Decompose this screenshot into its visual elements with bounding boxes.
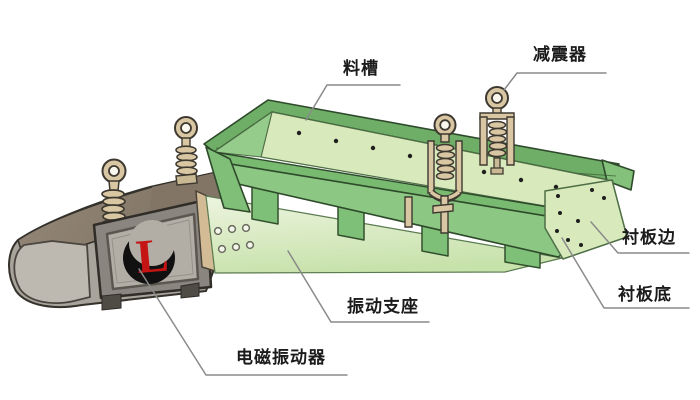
hanger-rod xyxy=(440,195,449,234)
spring-coil xyxy=(487,120,508,158)
hanger-spring-left-2 xyxy=(174,116,198,186)
end-cap-rivets xyxy=(555,188,606,247)
trough-left-end-wall xyxy=(205,146,251,213)
label-liner-side: 衬板边 xyxy=(622,228,676,248)
shock-absorber-hanger xyxy=(479,86,515,175)
leader-vibration-support xyxy=(287,250,430,323)
hanger-eye-icon xyxy=(491,92,503,104)
mount-bolt xyxy=(101,293,122,311)
leader-trough xyxy=(305,84,401,121)
leader-shock-absorber xyxy=(503,72,607,91)
feeder-trough xyxy=(203,99,635,274)
hanger-eye-icon xyxy=(108,165,120,177)
spring-coil xyxy=(175,145,198,176)
spring-coil xyxy=(435,143,456,181)
label-trough: 料槽 xyxy=(343,59,379,79)
trough-rim-tab xyxy=(601,159,635,191)
inner-end-corner xyxy=(212,110,273,158)
label-liner-bottom: 衬板底 xyxy=(618,285,672,305)
label-shock-absorber: 减震器 xyxy=(533,45,587,65)
label-vibration-support: 振动支座 xyxy=(347,297,419,317)
electromagnetic-vibrator-unit: L xyxy=(92,198,213,311)
leader-liner-bottom xyxy=(561,237,690,309)
hanger-eye-icon xyxy=(180,122,192,134)
label-electromagnetic-vibrator: 电磁振动器 xyxy=(236,348,326,368)
hanger-eye-icon xyxy=(439,119,451,131)
leader-liner-side xyxy=(590,221,690,254)
hanger-pin xyxy=(432,203,454,214)
mount-bolt xyxy=(180,282,200,299)
housing-rounded-end xyxy=(13,240,91,304)
support-plate-bolt-holes xyxy=(213,223,255,254)
liner-bottom-end-cap xyxy=(544,179,628,260)
logo-letter: L xyxy=(134,229,171,285)
brand-logo: L xyxy=(123,220,175,284)
shock-absorber-hanger-bracket xyxy=(404,113,463,234)
vibrator-housing: L xyxy=(8,116,237,311)
wedge-pin xyxy=(404,196,413,228)
callout-leader-lines xyxy=(138,72,690,376)
leader-electromagnetic-vibrator xyxy=(138,268,348,376)
